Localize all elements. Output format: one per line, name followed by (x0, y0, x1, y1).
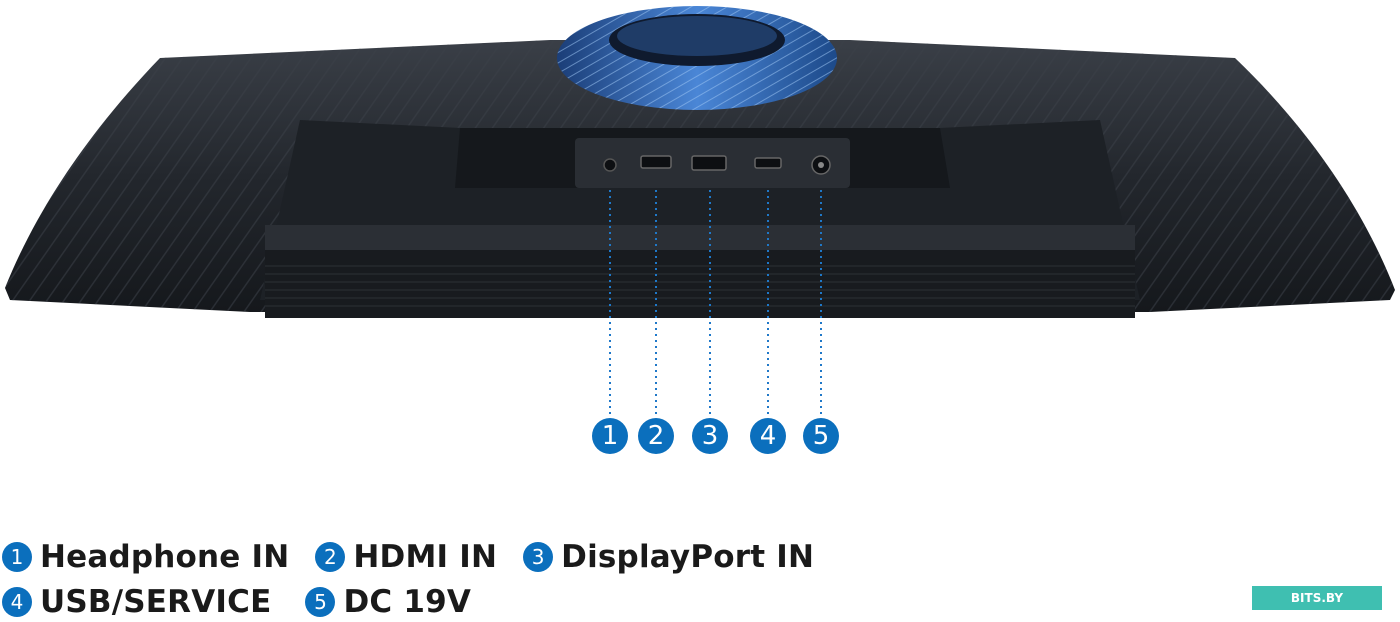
bottom-vent-strip (265, 250, 1135, 318)
legend-label-dc: DC 19V (343, 584, 472, 620)
usb-port-icon (754, 157, 782, 169)
legend-badge-1: 1 (2, 542, 32, 572)
legend-item-hdmi: 2 HDMI IN (315, 539, 497, 575)
port-icons (603, 155, 831, 175)
legend-badge-4: 4 (2, 587, 32, 617)
headphone-port-icon (603, 158, 617, 172)
legend-item-usb: 4 USB/SERVICE (2, 584, 271, 620)
legend-row-2: 4 USB/SERVICE 5 DC 19V (2, 582, 497, 622)
callout-badge-2: 2 (638, 418, 674, 454)
legend-badge-3: 3 (523, 542, 554, 572)
callout-badge-3: 3 (692, 418, 728, 454)
legend-label-headphone: Headphone IN (40, 539, 290, 575)
callout-badge-1: 1 (592, 418, 628, 454)
legend-label-displayport: DisplayPort IN (561, 539, 815, 575)
legend-item-displayport: 3 DisplayPort IN (523, 539, 814, 575)
legend-label-hdmi: HDMI IN (353, 539, 498, 575)
callout-badge-5: 5 (803, 418, 839, 454)
monitor-back-illustration (5, 6, 1395, 318)
legend-badge-5: 5 (305, 587, 336, 617)
hdmi-port-icon (640, 155, 672, 169)
legend-item-dc: 5 DC 19V (305, 584, 471, 620)
callout-badge-4: 4 (750, 418, 786, 454)
legend-row-1: 1 Headphone IN 2 HDMI IN 3 DisplayPort I… (2, 537, 840, 577)
legend-label-usb: USB/SERVICE (40, 584, 272, 620)
legend-item-headphone: 1 Headphone IN (2, 539, 289, 575)
watermark-logo: BITS.BY (1252, 586, 1382, 610)
legend-badge-2: 2 (315, 542, 346, 572)
displayport-port-icon (691, 155, 727, 171)
